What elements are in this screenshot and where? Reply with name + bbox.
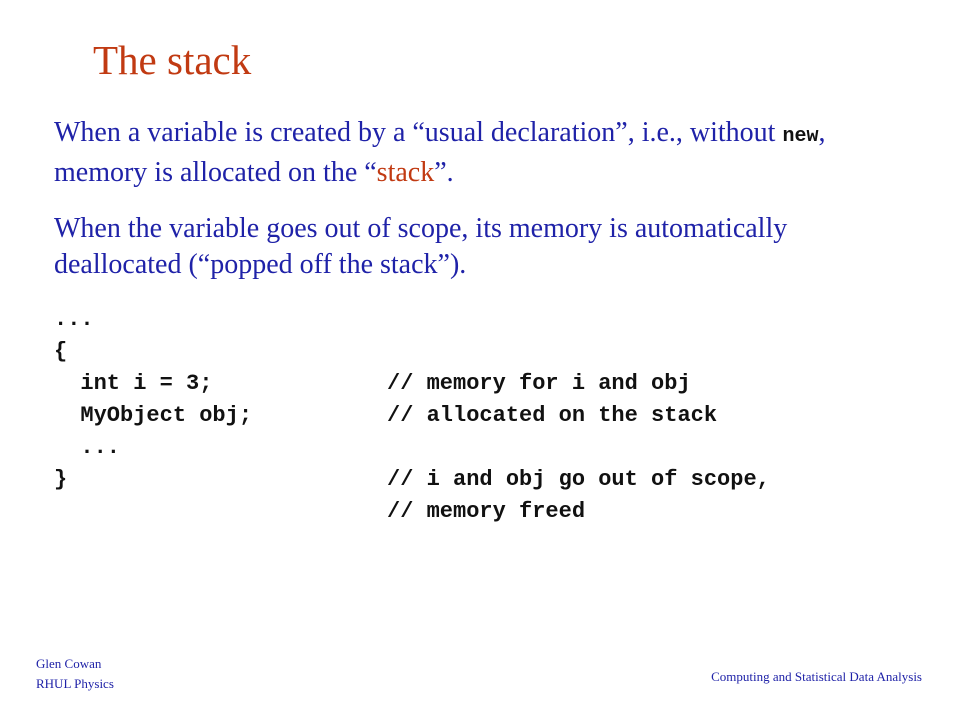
- footer-author-block: Glen Cowan RHUL Physics: [36, 654, 114, 694]
- code-comment: // allocated on the stack: [387, 403, 718, 428]
- footer-author: Glen Cowan: [36, 656, 102, 671]
- code-comment: // i and obj go out of scope,: [387, 467, 770, 492]
- paragraph-text: , memory is allocated on the “: [54, 117, 826, 188]
- code-line: } // i and obj go out of scope,: [54, 464, 914, 496]
- code-text: MyObject obj;: [54, 403, 253, 428]
- code-line: ...: [54, 432, 914, 464]
- footer-course: Computing and Statistical Data Analysis: [711, 669, 922, 684]
- code-comment: // memory freed: [387, 499, 586, 524]
- code-text: }: [54, 467, 68, 492]
- slide-title: The stack: [93, 37, 252, 83]
- paragraph-scope: When the variable goes out of scope, its…: [54, 213, 788, 280]
- paragraph-text: ”.: [434, 157, 454, 188]
- highlight-stack: stack: [376, 157, 435, 188]
- code-comment: // memory for i and obj: [387, 371, 691, 396]
- code-line: ...: [54, 304, 914, 336]
- code-line: MyObject obj; // allocated on the stack: [54, 400, 914, 432]
- code-line: {: [54, 336, 914, 368]
- paragraph-text: When a variable is created by a “usual d…: [54, 117, 783, 148]
- code-text: ...: [54, 435, 121, 460]
- inline-code-new: new: [782, 125, 819, 148]
- code-line: int i = 3; // memory for i and obj: [54, 368, 914, 400]
- code-block: ... { int i = 3; // memory for i and obj…: [54, 304, 914, 528]
- code-text: {: [54, 339, 68, 364]
- footer-affiliation: RHUL Physics: [36, 676, 114, 691]
- code-line: // memory freed: [54, 496, 914, 528]
- paragraph-stack-allocation: When a variable is created by a “usual d…: [54, 115, 914, 191]
- code-text: ...: [54, 307, 94, 332]
- code-text: int i = 3;: [54, 371, 213, 396]
